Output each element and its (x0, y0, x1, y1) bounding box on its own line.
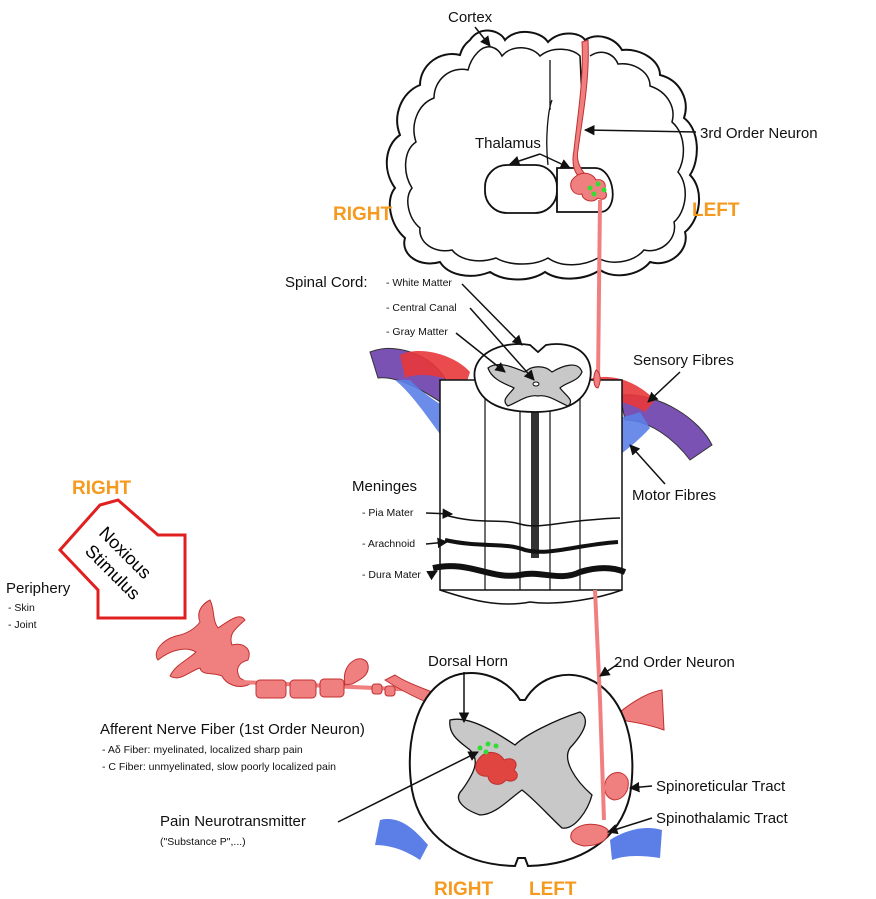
periphery-label: Periphery (6, 580, 71, 597)
motor-fibres-pointer (629, 444, 666, 485)
myelin-segment (371, 683, 383, 695)
second-order-neuron-terminal (593, 369, 601, 389)
second-order-neuron-pointer (599, 663, 619, 677)
joint-label: - Joint (8, 619, 37, 631)
nt-dot (493, 743, 499, 749)
spinothalamic-label: Spinothalamic Tract (656, 810, 789, 827)
meninges-label: Meninges (352, 478, 417, 495)
pain-nt-pointer (337, 751, 479, 823)
myelin-segment (319, 678, 345, 698)
cord-bottom (439, 589, 623, 605)
cortex-label: Cortex (448, 9, 493, 26)
spinoreticular-label: Spinoreticular Tract (656, 778, 786, 795)
myelin-segment (255, 679, 287, 699)
dorsal-horn-neuron (475, 752, 518, 785)
thalamus-right (484, 164, 558, 214)
side-right-label: RIGHT (72, 478, 132, 499)
motor-fibres-label: Motor Fibres (632, 487, 716, 504)
bottom-left-label: LEFT (529, 879, 577, 899)
bottom-right-label: RIGHT (434, 879, 494, 899)
sensory-fibres-label: Sensory Fibres (633, 352, 734, 369)
cortex-inner-outline (404, 46, 686, 266)
dura-mater-label: - Dura Mater (362, 569, 421, 581)
arachnoid-pointer (425, 537, 449, 549)
white-matter-label: - White Matter (386, 277, 452, 289)
skin-label: - Skin (8, 602, 35, 614)
second-order-neuron-ascending (593, 589, 606, 821)
third-order-neuron-label: 3rd Order Neuron (700, 125, 818, 142)
gray-matter-pointer (455, 332, 506, 373)
sensory-fibres-pointer (647, 371, 681, 403)
afferent-soma (343, 658, 369, 686)
nt-dot (483, 749, 489, 755)
nt-dot (485, 741, 491, 747)
central-fissure (531, 398, 539, 558)
white-matter-pointer (461, 283, 523, 346)
thalamus-pointer-right (509, 153, 541, 166)
second-order-neuron-label: 2nd Order Neuron (614, 654, 735, 671)
dorsal-root-right (619, 689, 665, 731)
spinothalamic-tract (570, 823, 609, 847)
pia-mater-layer (444, 514, 621, 527)
pia-mater-pointer (425, 508, 454, 519)
spinal-cord-cross-section (375, 589, 665, 868)
spinal-cord-3d (369, 343, 713, 605)
pain-nt-label: Pain Neurotransmitter (160, 813, 306, 830)
ventral-root-right (610, 828, 662, 860)
brain-right-label: RIGHT (333, 204, 393, 225)
dura-mater-layer (432, 563, 627, 580)
stimulus-arrow-shape (57, 498, 187, 620)
central-canal-pointer (469, 307, 535, 381)
nt-dot (591, 191, 597, 197)
cortex-pointer (474, 26, 491, 47)
central-canal (532, 381, 540, 387)
sensory-fibres-left (400, 351, 470, 388)
a-delta-label: - Aδ Fiber: myelinated, localized sharp … (102, 744, 303, 756)
second-order-neuron-axon (596, 199, 602, 383)
spinothalamic-pointer (606, 817, 653, 835)
gray-matter-label: - Gray Matter (386, 326, 448, 338)
nt-dot (587, 185, 593, 191)
afferent-label: Afferent Nerve Fiber (1st Order Neuron) (100, 721, 365, 738)
dorsal-horn-label: Dorsal Horn (428, 653, 508, 670)
spinoreticular-pointer (628, 781, 653, 793)
afferent-dendrites (155, 599, 252, 687)
thalamus-pointer-left (539, 153, 571, 169)
noxious-stimulus-arrow: Noxious Stimulus (57, 498, 187, 620)
arachnoid-layer (444, 538, 619, 554)
nt-dot (595, 181, 601, 187)
spinoreticular-tract (603, 772, 629, 801)
ventral-root-left (375, 819, 428, 860)
spinal-cord-label: Spinal Cord: (285, 274, 368, 291)
substance-p-label: ("Substance P",...) (160, 836, 246, 848)
dura-mater-pointer (426, 570, 438, 581)
central-canal-label: - Central Canal (386, 302, 457, 314)
c-fiber-label: - C Fiber: unmyelinated, slow poorly loc… (102, 761, 336, 773)
nt-dot (477, 745, 483, 751)
myelin-segment (289, 679, 317, 699)
arachnoid-label: - Arachnoid (362, 538, 415, 550)
thalamus-label: Thalamus (475, 135, 541, 152)
third-order-neuron-pointer (583, 124, 697, 136)
cross-gray-matter (449, 711, 593, 829)
nt-dot (601, 187, 607, 193)
pia-mater-label: - Pia Mater (362, 507, 414, 519)
brain-left-label: LEFT (692, 200, 740, 221)
myelin-segment (384, 685, 396, 697)
